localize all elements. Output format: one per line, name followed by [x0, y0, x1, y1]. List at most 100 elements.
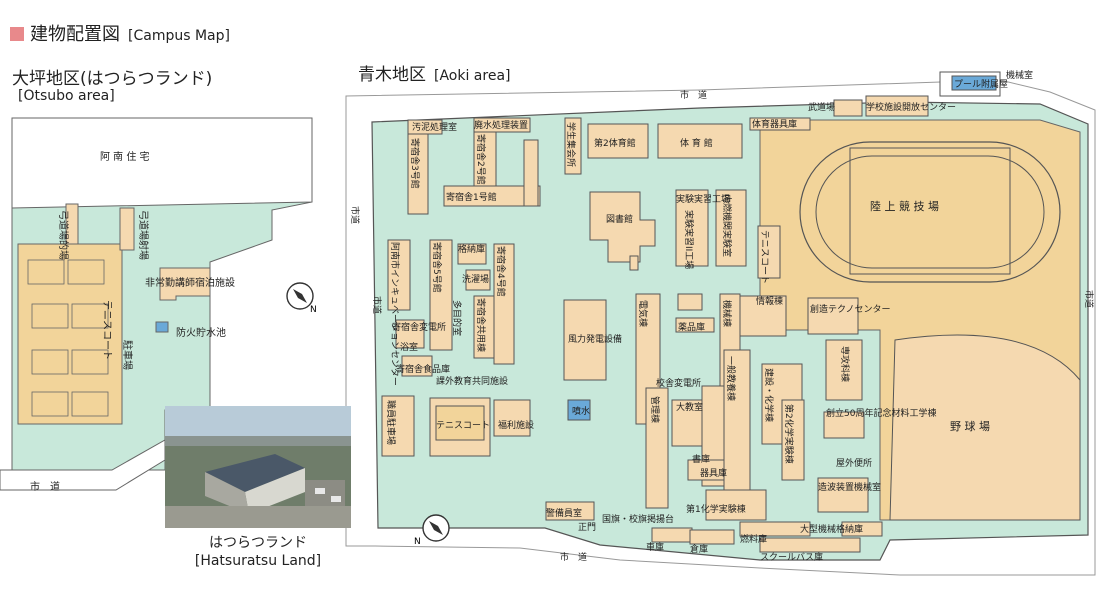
label-yakuhin: 薬品庫	[678, 321, 705, 333]
label-jikken2: 実験実習II工場	[683, 210, 695, 269]
label-oogata: 大型機械格納庫	[800, 523, 863, 535]
label-kosha-hendensho: 校舎変電所	[656, 377, 701, 389]
hatsuratsu-land-photo	[165, 406, 351, 528]
label-tennis3: テニスコート	[436, 420, 490, 431]
aoki-map	[345, 71, 1096, 576]
label-kikai: 機械室	[1006, 69, 1033, 81]
label-kyudo-mato: 弓道場的場	[57, 210, 70, 260]
label-sohen: 創立50周年記念材料工学棟	[826, 407, 936, 419]
label-yakyu: 野 球 場	[950, 419, 990, 433]
label-kikai-to: 機械棟	[721, 300, 733, 327]
label-gym: 体 育 館	[680, 137, 713, 149]
label-kakuno: 格納庫	[458, 243, 485, 255]
otsubo-area-title: 大坪地区(はつらつランド)	[12, 69, 213, 89]
label-senko: 専攻科棟	[839, 346, 851, 382]
label-kyudo-shajo: 弓道場射場	[137, 210, 150, 260]
label-seimon: 正門	[578, 522, 596, 533]
label-otsubo-road: 市 道	[30, 480, 60, 493]
label-oudei: 汚泥処理室	[412, 121, 457, 133]
label-budo: 武道場	[808, 101, 835, 113]
aoki-area-title: 青木地区[Aoki area]	[358, 65, 511, 85]
label-souko: 倉庫	[690, 543, 708, 555]
label-kagai: 課外教育共同施設	[436, 375, 508, 387]
label-furyoku: 風力発電設備	[568, 333, 622, 345]
label-ryo5: 寄宿舎5号館	[431, 242, 443, 293]
otsubo-area-subtitle: [Otsubo area]	[18, 88, 115, 104]
label-kigu: 器具庫	[700, 467, 727, 479]
track-inner	[815, 155, 1045, 269]
label-kenchiku: 建設・化学棟	[763, 368, 775, 422]
label-kanri: 管理棟	[649, 396, 661, 423]
label-keibi: 警備員室	[546, 507, 582, 519]
aoki-vertical-labels: 市道 市道 市道 寄宿舎3号館 寄宿舎2号館 学生集会所 実験実習II工場 内燃…	[349, 122, 1095, 464]
label-shokyaku: 書庫	[692, 453, 710, 465]
anan-residential-block	[11, 117, 313, 209]
page-title: 建物配置図[Campus Map]	[10, 20, 230, 46]
label-incubation: 阿南市インキュベーションセンター	[389, 242, 401, 386]
svg-text:N: N	[310, 305, 317, 315]
label-jikken: 実験実習工場	[676, 193, 730, 205]
compass-icon: N	[414, 514, 450, 547]
label-funsui: 噴水	[572, 405, 590, 417]
label-tamokuteki: 多目的室	[451, 300, 463, 336]
label-road-left2: 市道	[371, 296, 383, 314]
label-sentaku: 洗濯場	[462, 273, 489, 285]
otsubo-vertical-labels: 弓道場的場 弓道場射場 テニスコート 駐車場	[57, 210, 150, 370]
label-road-top: 市 道	[680, 89, 707, 101]
label-road-bottom: 市 道	[560, 551, 587, 563]
lodging-building	[159, 267, 211, 301]
label-pool-kanri: 学校施設開放センター	[866, 101, 956, 113]
kyudo-target-building	[65, 203, 79, 245]
label-anan-jutaku: 阿 南 住 宅	[100, 150, 150, 163]
label-gakusei: 学生集会所	[565, 122, 577, 167]
label-zouen: 造波装置機械室	[818, 481, 881, 493]
label-nainen: 内燃機関実験室	[721, 194, 733, 257]
track-oval	[799, 141, 1061, 283]
baseball-field	[889, 334, 1081, 521]
aoki-labels: 市 道 市 道 汚泥処理室 廃水処理装置 寄宿舎1号館 第2体育館 体 育 館 …	[392, 69, 1033, 563]
photo-illustration	[165, 406, 351, 528]
fountain	[567, 399, 591, 421]
svg-text:N: N	[414, 537, 421, 547]
label-rikujo: 陸 上 競 技 場	[870, 199, 939, 213]
photo-caption-en: [Hatsuratsu Land]	[194, 553, 322, 569]
label-denki: 電気棟	[637, 300, 649, 327]
label-shako: 車庫	[646, 541, 664, 553]
label-otsubo-tennis: テニスコート	[101, 300, 112, 360]
label-chusha: 駐車場	[121, 340, 134, 370]
label-ryo4: 寄宿舎4号館	[495, 246, 507, 297]
tennis-court-field	[435, 405, 485, 441]
label-haisui: 廃水処理装置	[474, 119, 528, 131]
label-library: 図書館	[606, 213, 633, 225]
compass-icon: N	[286, 282, 317, 315]
label-road-left: 市道	[349, 206, 361, 224]
label-sozo: 創造テクノセンター	[810, 303, 890, 315]
label-ryo1: 寄宿舎1号館	[446, 191, 497, 203]
label-kagaku2: 第2化学実験棟	[783, 404, 795, 464]
photo-caption: はつらつランド	[209, 535, 307, 551]
label-joho: 情報棟	[756, 295, 783, 307]
label-pool: プール附属屋	[954, 78, 1008, 90]
label-taiiku-kigu: 体育器具庫	[752, 118, 797, 130]
label-road-right: 市道	[1083, 290, 1095, 308]
fire-water-tank	[155, 321, 169, 333]
label-kokki: 国旗・校旗掲揚台	[602, 513, 674, 525]
label-shukuhaku: 非常勤講師宿泊施設	[145, 276, 235, 289]
legend-square-icon	[10, 27, 24, 41]
label-fukuri: 福利施設	[498, 419, 534, 431]
label-yokushitsu: 浴室	[400, 341, 418, 353]
label-nenryo: 燃料庫	[740, 533, 767, 545]
label-kyoyo: 寄宿舎共用棟	[475, 298, 487, 352]
pool-water	[951, 75, 997, 91]
label-gym2: 第2体育館	[594, 137, 636, 149]
label-ryo2: 寄宿舎2号館	[475, 134, 487, 185]
label-henden: 寄宿舎変電所	[392, 321, 446, 333]
label-shokuin-chusha: 職員駐車場	[385, 400, 397, 445]
label-bouka: 防火貯水池	[176, 326, 226, 339]
kyudo-range-building	[119, 207, 135, 251]
label-tennis2: テニスコート	[759, 230, 770, 284]
label-shokuhin: 寄宿舎食品庫	[396, 363, 450, 375]
label-daikyoshitsu: 大教室	[676, 401, 703, 413]
label-ippan: 一般教養棟	[725, 356, 737, 401]
